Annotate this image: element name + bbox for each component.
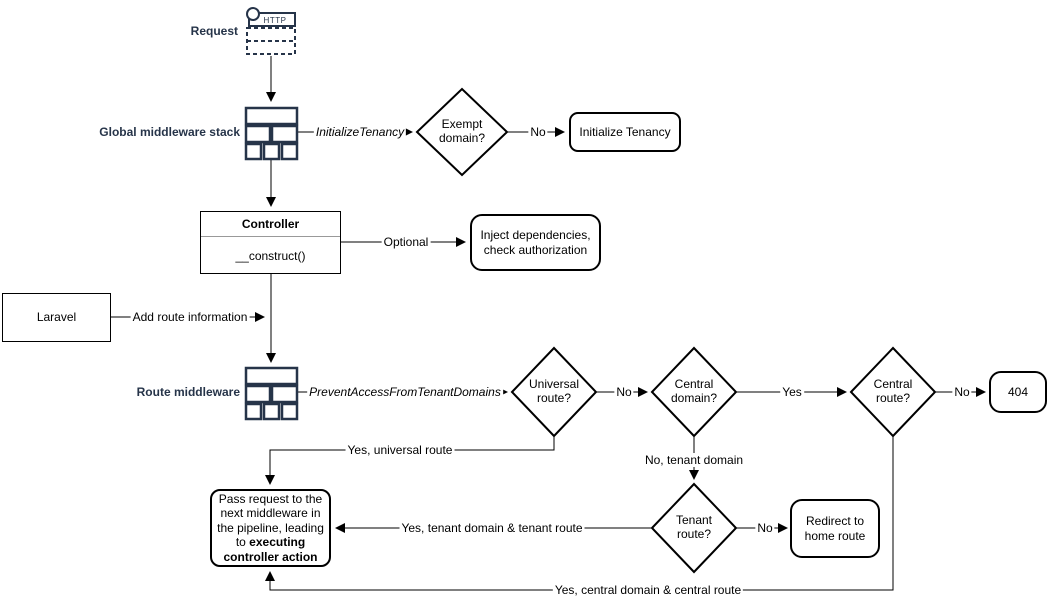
pass-request-label: Pass request to the next middleware in t… [217, 492, 324, 564]
error-404-node: 404 [989, 371, 1047, 413]
laravel-label: Laravel [36, 310, 77, 325]
edge-label-tenant-route-no: No [755, 521, 775, 535]
initialize-tenancy-node: Initialize Tenancy [569, 112, 681, 152]
exempt-domain-diamond [415, 87, 509, 177]
universal-route-label: Universal route? [528, 377, 579, 405]
edge-label-yes-tenant-domain-route: Yes, tenant domain & tenant route [399, 521, 585, 535]
edge-label-central-route-no: No [952, 385, 972, 399]
controller-method: __construct() [235, 248, 306, 263]
initialize-tenancy-label: Initialize Tenancy [579, 124, 671, 139]
edge-label-universal-no: No [614, 385, 634, 399]
redirect-home-label: Redirect to home route [804, 514, 866, 543]
request-label: Request [190, 24, 238, 38]
laravel-node: Laravel [2, 293, 111, 342]
middleware-stack-icon-global [244, 106, 299, 161]
global-middleware-stack-label: Global middleware stack [99, 125, 240, 139]
edge-label-add-route-info: Add route information [130, 310, 250, 324]
edge-label-central-domain-yes: Yes [780, 385, 804, 399]
edge-label-optional: Optional [381, 235, 431, 249]
decision-diamonds [415, 87, 937, 574]
edge-label-exempt-no: No [528, 125, 548, 139]
tenant-route-diamond [650, 482, 738, 574]
pass-request-node: Pass request to the next middleware in t… [210, 489, 331, 567]
edge-label-yes-universal-route: Yes, universal route [345, 443, 455, 457]
universal-route-diamond [510, 346, 598, 438]
tenant-route-label: Tenant route? [675, 513, 713, 541]
edge-label-no-tenant-domain: No, tenant domain [642, 453, 746, 467]
http-label: HTTP [264, 16, 287, 25]
edge-label-yes-central-domain-route: Yes, central domain & central route [552, 583, 744, 597]
inject-dependencies-node: Inject dependencies, check authorization [470, 214, 601, 271]
central-domain-label: Central domain? [670, 377, 718, 405]
route-middleware-label: Route middleware [136, 385, 240, 399]
error-404-label: 404 [1007, 384, 1029, 399]
middleware-stack-icon-route [244, 366, 299, 421]
edge-label-initialize-tenancy-mw: InitializeTenancy [313, 125, 407, 139]
exempt-domain-label: Exempt domain? [438, 117, 486, 145]
controller-node: Controller __construct() [200, 211, 341, 274]
inject-dependencies-label: Inject dependencies, check authorization [480, 228, 591, 257]
http-request-icon: HTTP [246, 7, 296, 55]
central-route-label: Central route? [873, 377, 913, 405]
central-route-diamond [849, 346, 937, 438]
edge-label-prevent-access-mw: PreventAccessFromTenantDomains [307, 385, 503, 399]
controller-title: Controller [201, 212, 340, 237]
central-domain-diamond [650, 346, 738, 438]
redirect-home-node: Redirect to home route [790, 499, 880, 558]
